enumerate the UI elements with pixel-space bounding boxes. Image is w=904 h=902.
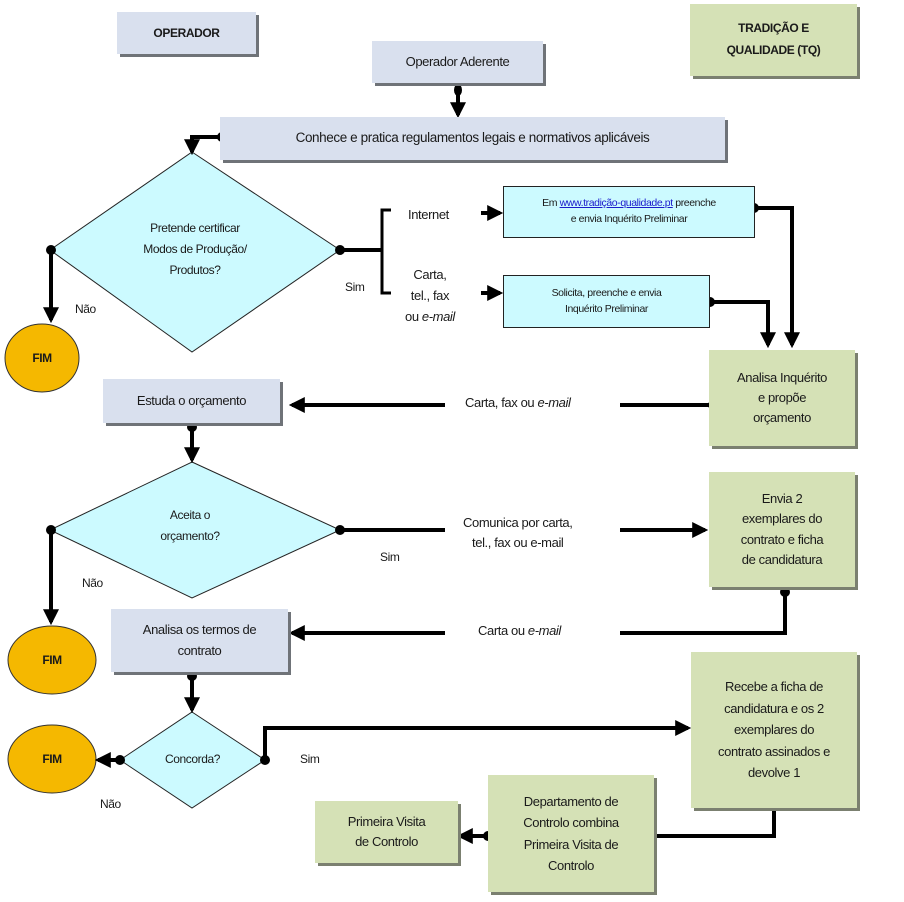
node-primeira-visita: Primeira Visita de Controlo: [315, 801, 458, 863]
node-estuda-orcamento: Estuda o orçamento: [103, 379, 280, 423]
website-link[interactable]: www.tradição-qualidade.pt: [559, 197, 674, 210]
node-inquerito-internet: Em www.tradição-qualidade.pt preenche e …: [503, 186, 755, 238]
fim-label-1: FIM: [32, 351, 52, 365]
decision-aceita-text: Aceita o orçamento?: [160, 508, 220, 543]
bracket: [380, 208, 391, 295]
node-conhece-regulamentos: Conhece e pratica regulamentos legais e …: [220, 117, 725, 160]
fim-label-3: FIM: [42, 752, 62, 766]
connector-inq-carta-analisa: [710, 300, 776, 349]
node-departamento-controlo: Departamento de Controlo combina Primeir…: [488, 775, 654, 892]
edge-label-sim-1: Sim: [345, 280, 365, 294]
edge-label-sim-3: Sim: [300, 752, 320, 766]
connector-recebe-departamento: [613, 805, 776, 838]
edge-label-nao-1: Não: [75, 302, 96, 316]
node-operador-aderente: Operador Aderente: [372, 41, 543, 83]
decision-diamond-certificar: [49, 151, 341, 353]
header-tradicao-qualidade: TRADIÇÃO E QUALIDADE (TQ): [690, 4, 857, 76]
node-inquerito-carta: Solicita, preenche e envia Inquérito Pre…: [503, 275, 710, 328]
connector-decision3-recebe: [263, 720, 692, 760]
fim-terminator-2: [7, 625, 97, 695]
header-operador: OPERADOR: [117, 12, 256, 54]
node-envia-exemplares: Envia 2 exemplares do contrato e ficha d…: [709, 472, 855, 587]
edge-label-nao-2: Não: [82, 576, 103, 590]
connector-inq-internet-analisa: [754, 206, 800, 349]
node-analisa-inquerito: Analisa Inquérito e propõe orçamento: [709, 350, 855, 446]
fim-terminator-1: [4, 323, 80, 393]
decision-diamond-concorda: [119, 711, 266, 809]
channel-internet-label: Internet: [408, 207, 449, 222]
connector-envia-termos-right: [620, 592, 787, 635]
decision-concorda-text: Concorda?: [164, 752, 221, 766]
edge-label-comunica: Comunica por carta, tel., fax ou e-mail: [463, 515, 573, 551]
edge-label-carta-fax-email: Carta, fax ou e-mail: [465, 395, 571, 410]
edge-label-carta-email: Carta ou e-mail: [478, 623, 561, 638]
edge-label-sim-2: Sim: [380, 550, 400, 564]
edge-label-nao-3: Não: [100, 797, 121, 811]
decision-diamond-aceita: [48, 461, 342, 599]
channel-carta-label: Carta, tel., fax ou e-mail: [405, 267, 455, 324]
node-analisa-termos: Analisa os termos de contrato: [111, 609, 288, 672]
connector-conhece-decision1: [184, 135, 222, 156]
node-recebe-ficha: Recebe a ficha de candidatura e os 2 exe…: [691, 652, 857, 808]
decision-certificar-text: Pretende certificar Modos de Produção/ P…: [143, 221, 247, 277]
fim-label-2: FIM: [42, 653, 62, 667]
